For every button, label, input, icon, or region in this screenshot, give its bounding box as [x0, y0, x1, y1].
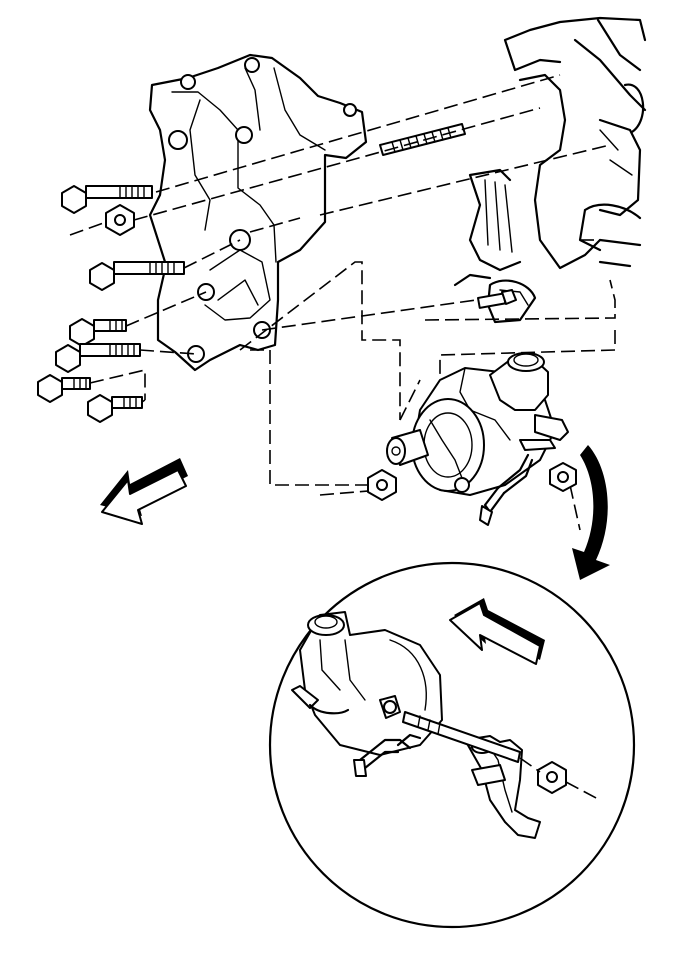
bolt-1	[61, 185, 153, 214]
rotation-arrow	[572, 445, 610, 580]
detail-pump	[291, 611, 443, 777]
nut-1	[105, 204, 135, 236]
pump-nut-right	[549, 462, 577, 492]
bolt-engine	[477, 289, 517, 309]
detail-view	[268, 561, 636, 929]
bolt-4	[55, 343, 141, 373]
bolts-left	[37, 185, 185, 423]
removal-direction-arrow	[100, 458, 188, 525]
bolt-2	[89, 261, 185, 291]
installation-direction-arrow	[449, 598, 545, 665]
detail-nut	[537, 761, 567, 794]
power-steering-pump	[386, 352, 569, 526]
engine-bracket	[148, 53, 368, 372]
engine-block	[453, 16, 647, 324]
pump-nut-left	[367, 469, 397, 501]
bolt-5	[37, 374, 91, 403]
bolt-6	[87, 394, 143, 423]
bolt-3	[69, 318, 127, 347]
stud	[379, 123, 466, 156]
